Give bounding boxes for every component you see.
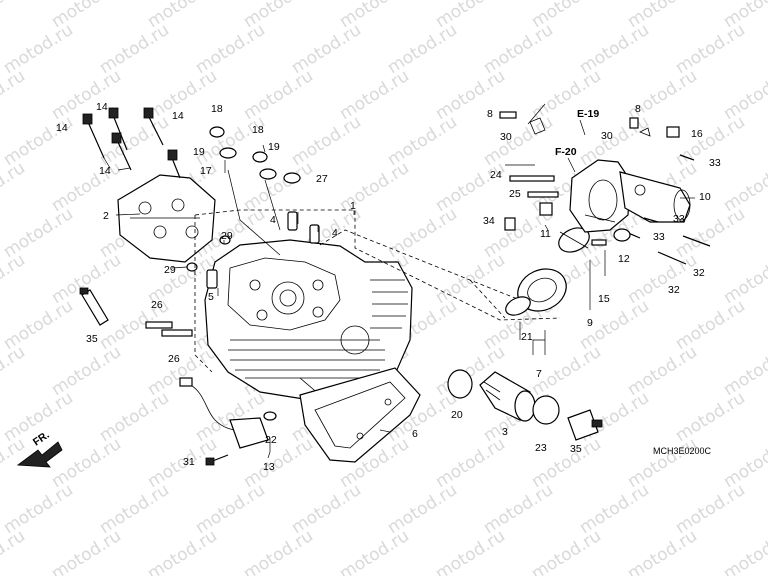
watermark-text: motod.ru bbox=[0, 526, 29, 576]
watermark-text: motod.ru bbox=[0, 66, 29, 124]
callout-label: 22 bbox=[265, 434, 277, 446]
callout-label: 27 bbox=[316, 173, 328, 185]
callout-label: 11 bbox=[540, 228, 551, 240]
callout-label: 26 bbox=[168, 353, 180, 365]
front-label: FR. bbox=[31, 429, 52, 449]
head-gasket bbox=[299, 367, 421, 463]
callout-label: 26 bbox=[151, 299, 163, 311]
callout-label: 10 bbox=[699, 191, 711, 203]
callout-label: 3 bbox=[502, 426, 508, 438]
callout-label: 8 bbox=[635, 103, 641, 115]
studs bbox=[145, 321, 193, 337]
callout-label: 16 bbox=[691, 128, 703, 140]
temp-sensor bbox=[179, 377, 277, 466]
callout-label: 7 bbox=[536, 368, 542, 380]
callout-label: 21 bbox=[521, 331, 533, 343]
callout-label: 8 bbox=[487, 108, 493, 120]
watermark-text: motod.ru bbox=[144, 526, 221, 576]
callout-label: 19 bbox=[193, 146, 205, 158]
callout-label: 17 bbox=[200, 165, 212, 177]
callout-label: 35 bbox=[86, 333, 98, 345]
small-fittings bbox=[186, 235, 231, 289]
callout-label: 25 bbox=[509, 188, 521, 200]
callout-label: 31 bbox=[183, 456, 195, 468]
front-direction-arrow bbox=[16, 441, 63, 468]
callout-label: 9 bbox=[587, 317, 593, 329]
callout-label: 35 bbox=[570, 443, 582, 455]
callout-label: 29 bbox=[221, 230, 233, 242]
watermark-text: motod.ru bbox=[0, 250, 29, 308]
intake-pipe bbox=[447, 369, 603, 441]
callout-label: 14 bbox=[56, 122, 68, 134]
callout-label: 32 bbox=[668, 284, 680, 296]
watermark-text: motod.ru bbox=[720, 434, 768, 492]
callout-label: 34 bbox=[483, 215, 495, 227]
assembly-outline bbox=[194, 209, 561, 373]
callout-label: 4 bbox=[270, 214, 276, 226]
watermark-text: motod.ru bbox=[48, 526, 125, 576]
callout-label: 18 bbox=[252, 124, 264, 136]
callout-label: 14 bbox=[96, 101, 108, 113]
section-ref-f20: F-20 bbox=[555, 146, 577, 158]
head-bolts bbox=[82, 107, 181, 179]
watermark-text: motod.ru bbox=[528, 526, 605, 576]
dowel-pins bbox=[287, 211, 320, 244]
watermark-text: motod.ru bbox=[720, 526, 768, 576]
callout-label: 1 bbox=[350, 200, 356, 212]
diagram-code: MCH3E0200C bbox=[653, 446, 712, 456]
callout-label: 18 bbox=[211, 103, 223, 115]
callout-label: 32 bbox=[693, 267, 705, 279]
section-ref-e19: E-19 bbox=[577, 108, 599, 120]
callout-label: 33 bbox=[673, 213, 685, 225]
watermark-text: motod.ru bbox=[0, 158, 29, 216]
callout-label: 14 bbox=[99, 165, 111, 177]
watermark-text: motod.ru bbox=[720, 342, 768, 400]
callout-label: 33 bbox=[709, 157, 721, 169]
callout-label: 4 bbox=[332, 227, 338, 239]
callout-label: 5 bbox=[208, 291, 214, 303]
watermark-text: motod.ru bbox=[624, 526, 701, 576]
callout-label: 29 bbox=[164, 264, 176, 276]
watermark-text: motod.ru bbox=[240, 526, 317, 576]
intake-insulator bbox=[505, 227, 590, 316]
callout-label: 30 bbox=[601, 130, 613, 142]
callout-label: 12 bbox=[618, 253, 630, 265]
watermark-text: motod.ru bbox=[0, 0, 29, 32]
watermark-text: motod.ru bbox=[720, 250, 768, 308]
callout-label: 23 bbox=[535, 442, 547, 454]
watermark-text: motod.ru bbox=[432, 526, 509, 576]
nuts-and-washers bbox=[209, 126, 301, 184]
watermark-text: motod.ru bbox=[720, 66, 768, 124]
callout-label: 15 bbox=[598, 293, 610, 305]
callout-label: 6 bbox=[412, 428, 418, 440]
watermark-text: motod.ru bbox=[0, 342, 29, 400]
callout-label: 14 bbox=[172, 110, 184, 122]
watermark-text: motod.ru bbox=[720, 158, 768, 216]
callout-label: 19 bbox=[268, 141, 280, 153]
callout-label: 20 bbox=[451, 409, 463, 421]
cylinder-head bbox=[204, 239, 413, 401]
watermark-text: motod.ru bbox=[336, 526, 413, 576]
callout-label: 2 bbox=[103, 210, 109, 222]
head-cover bbox=[117, 174, 216, 263]
callout-label: 30 bbox=[500, 131, 512, 143]
vent-screws bbox=[499, 103, 680, 138]
callout-label: 13 bbox=[263, 461, 275, 473]
callout-label: 24 bbox=[490, 169, 502, 181]
callout-label: 33 bbox=[653, 231, 665, 243]
leader-lines bbox=[103, 144, 695, 459]
water-outlet-housing bbox=[569, 159, 691, 233]
housing-bolts bbox=[504, 154, 711, 265]
spark-plug-left bbox=[79, 287, 109, 326]
